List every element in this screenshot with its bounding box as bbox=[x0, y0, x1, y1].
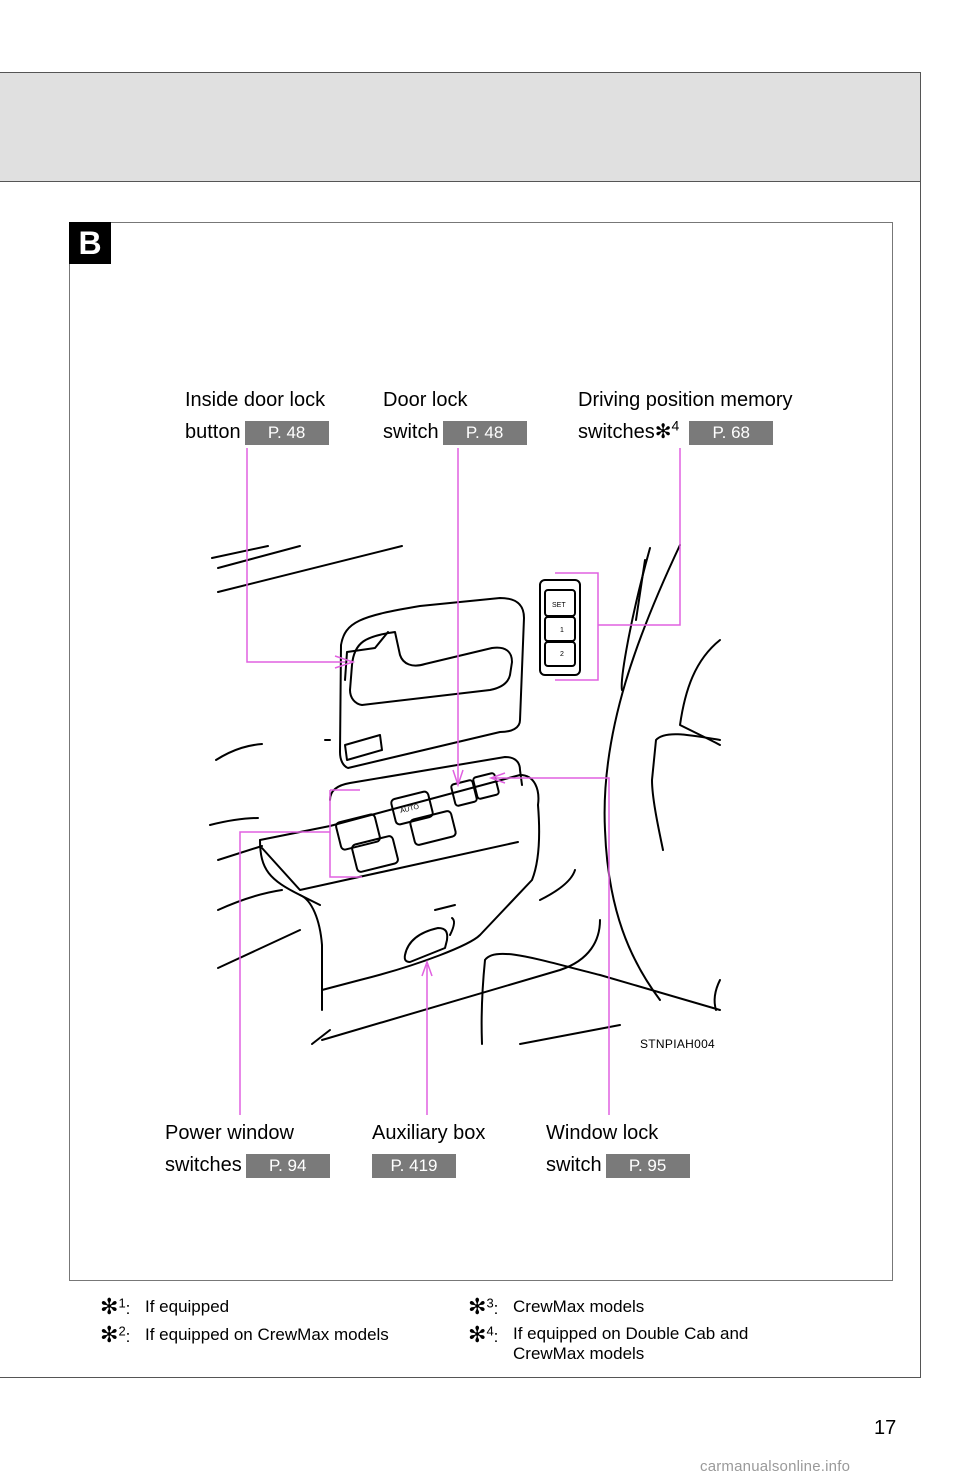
callout-driving-position-memory: Driving position memory switches✻4 P. 68 bbox=[578, 384, 793, 448]
callout-auxiliary-box: Auxiliary box P. 419 bbox=[372, 1117, 485, 1181]
callout-title: Door lock bbox=[383, 389, 468, 411]
callout-title: Auxiliary box bbox=[372, 1122, 486, 1144]
page-ref-link[interactable]: P. 419 bbox=[372, 1153, 456, 1178]
footnote-number: 1 bbox=[118, 1295, 126, 1311]
page-number: 17 bbox=[874, 1417, 897, 1439]
page-ref-link[interactable]: P. 48 bbox=[244, 420, 329, 445]
page-border-bottom bbox=[0, 1377, 921, 1378]
callout-subtitle: switches bbox=[165, 1154, 242, 1176]
page-ref-link[interactable]: P. 94 bbox=[245, 1153, 330, 1178]
footnote: ✻2: If equipped on CrewMax models bbox=[100, 1322, 389, 1347]
figure-code: STNPIAH004 bbox=[640, 1037, 716, 1051]
section-badge: B bbox=[69, 222, 111, 264]
callout-subtitle: switch bbox=[546, 1154, 602, 1176]
page-ref-link[interactable]: P. 95 bbox=[605, 1153, 690, 1178]
footnote-text: CrewMax models bbox=[513, 1297, 645, 1316]
callout-subtitle: switch bbox=[383, 421, 439, 443]
footnotes-right: ✻3: CrewMax models ✻4: If equipped on Do… bbox=[468, 1296, 808, 1368]
footnote: ✻1: If equipped bbox=[100, 1294, 230, 1319]
callout-title: Power window bbox=[165, 1122, 294, 1144]
footnote-asterisk-icon: ✻ bbox=[654, 421, 672, 443]
callout-subtitle: switches bbox=[578, 421, 655, 443]
footnotes-left: ✻1: If equipped ✻2: If equipped on CrewM… bbox=[100, 1296, 440, 1352]
page-border-right bbox=[920, 72, 921, 1378]
footnote-asterisk-icon: ✻ bbox=[468, 1322, 487, 1347]
section-frame bbox=[69, 222, 893, 1281]
footnote-text: If equipped on Double Cab and CrewMax mo… bbox=[513, 1324, 749, 1363]
footnote-text: If equipped on CrewMax models bbox=[145, 1325, 389, 1344]
callout-title: Driving position memory bbox=[578, 389, 793, 411]
footnote-asterisk-icon: ✻ bbox=[100, 1294, 119, 1319]
footnote: ✻3: CrewMax models bbox=[468, 1294, 645, 1319]
page-ref-link[interactable]: P. 48 bbox=[442, 420, 527, 445]
footnote-number: 4 bbox=[671, 417, 680, 434]
callout-title: Inside door lock bbox=[185, 389, 326, 411]
footnote-number: 3 bbox=[486, 1295, 494, 1311]
callout-title: Window lock bbox=[546, 1122, 659, 1144]
footnote-asterisk-icon: ✻ bbox=[100, 1322, 119, 1347]
callout-subtitle: button bbox=[185, 421, 241, 443]
header-band bbox=[0, 72, 921, 182]
page-ref-link[interactable]: P. 68 bbox=[689, 420, 774, 445]
watermark: carmanualsonline.info bbox=[700, 1458, 851, 1475]
footnote-number: 4 bbox=[486, 1323, 494, 1339]
footnote: ✻4: If equipped on Double Cab and CrewMa… bbox=[468, 1324, 808, 1364]
footnote-number: 2 bbox=[118, 1323, 126, 1339]
footnote-asterisk-icon: ✻ bbox=[468, 1294, 487, 1319]
footnote-text: If equipped bbox=[145, 1297, 230, 1316]
